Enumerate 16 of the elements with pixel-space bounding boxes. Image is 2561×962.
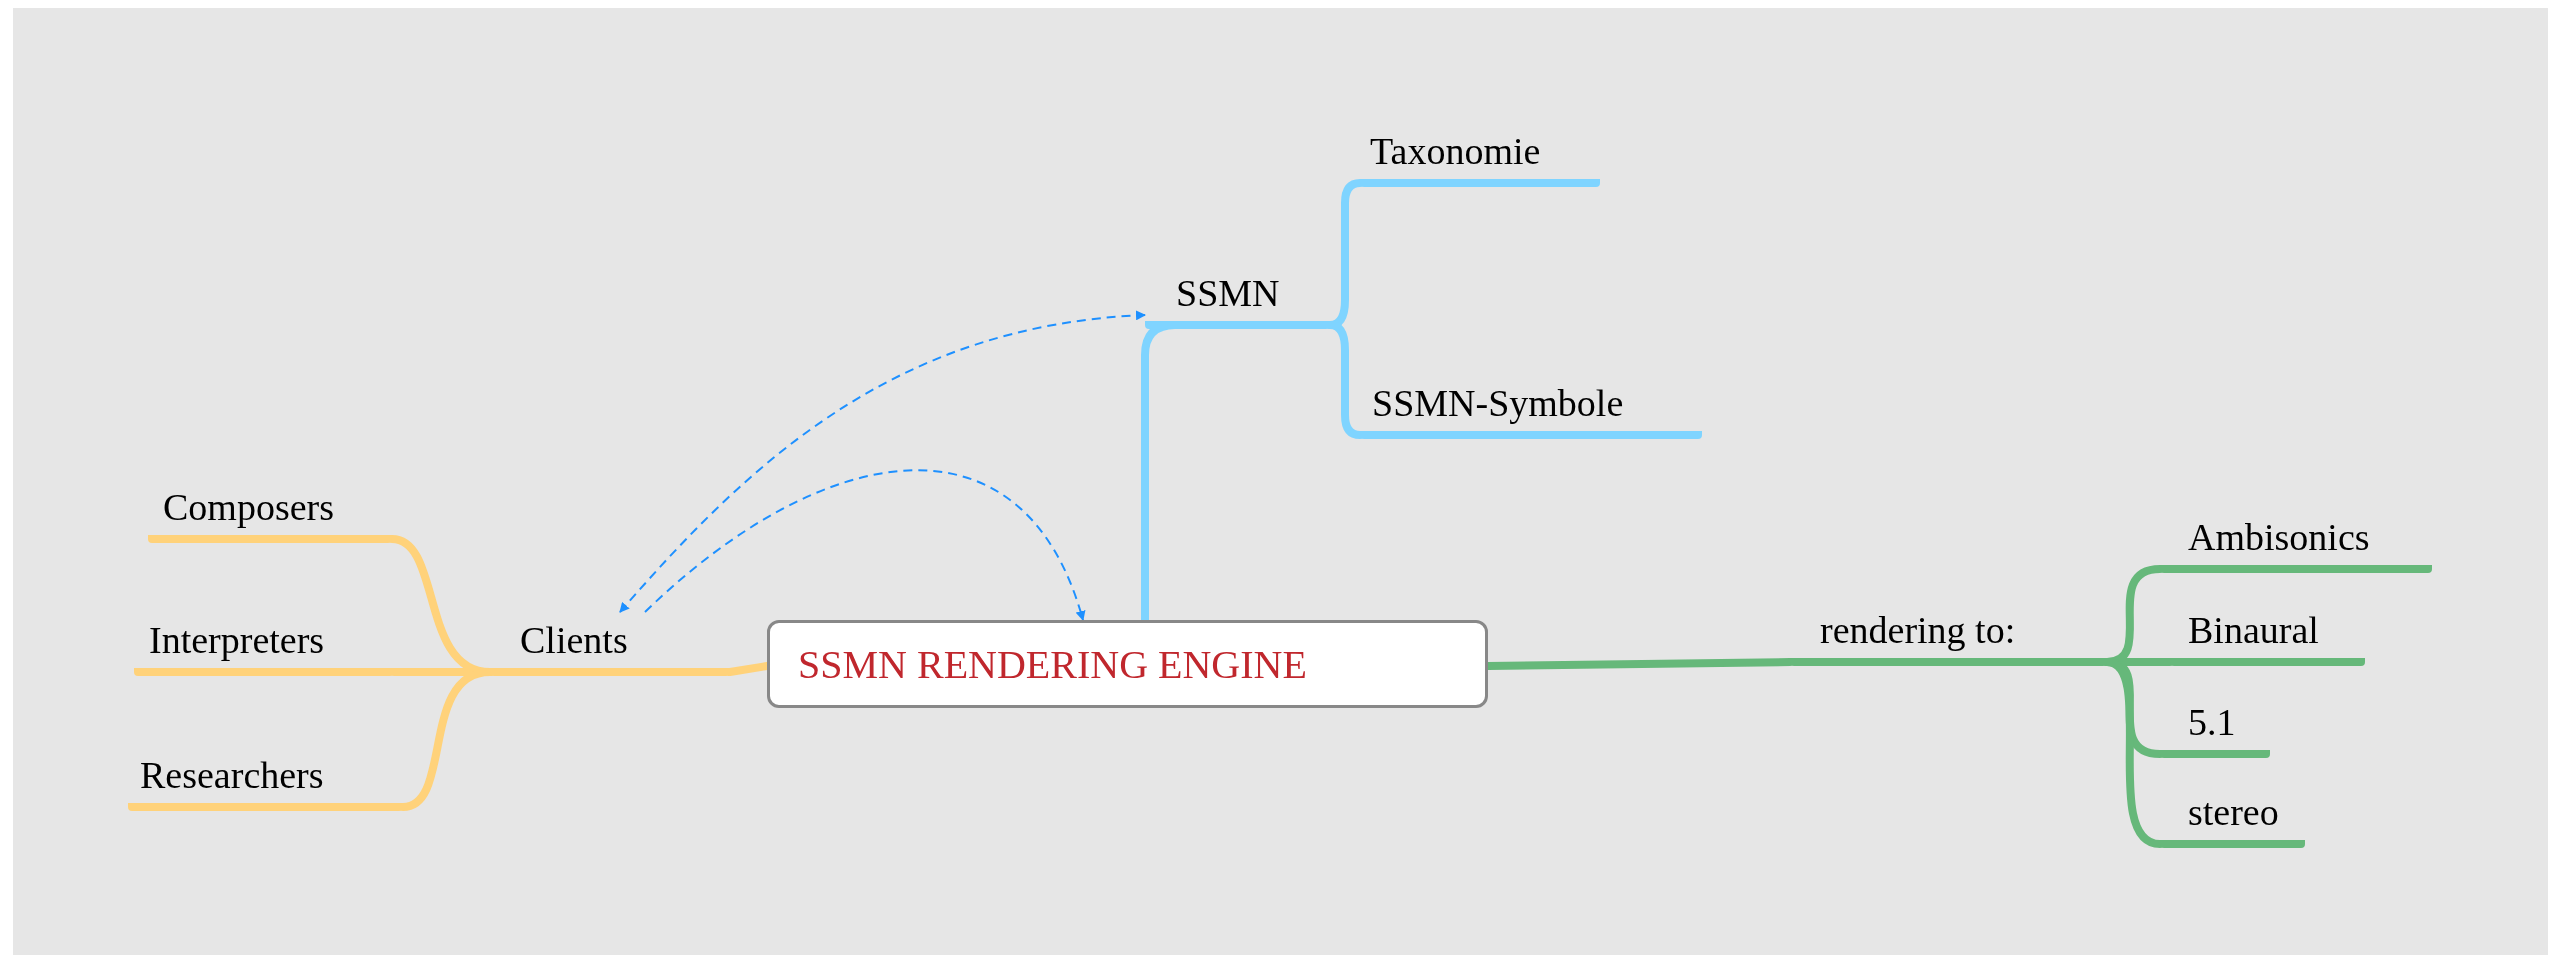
topic-label: Interpreters xyxy=(149,618,325,662)
topic-label: Binaural xyxy=(2188,608,2319,652)
dashed-arrow xyxy=(644,469,1085,621)
central-topic-box xyxy=(767,620,1488,708)
topic-label: Taxonomie xyxy=(1370,129,1541,173)
topic-label: SSMN-Symbole xyxy=(1372,381,1624,425)
topic-label: 5.1 xyxy=(2188,700,2236,744)
topic-label: Ambisonics xyxy=(2188,515,2370,559)
topic-label: Researchers xyxy=(140,753,324,797)
topic-label: rendering to: xyxy=(1820,608,2016,652)
topic-label: SSMN xyxy=(1176,271,1280,315)
topic-label: Clients xyxy=(520,618,628,662)
central-topic-text: SSMN RENDERING ENGINE xyxy=(797,640,1307,688)
topic-label: Composers xyxy=(163,485,334,529)
topic-label: stereo xyxy=(2188,790,2279,834)
dashed-arrow xyxy=(619,310,1146,613)
